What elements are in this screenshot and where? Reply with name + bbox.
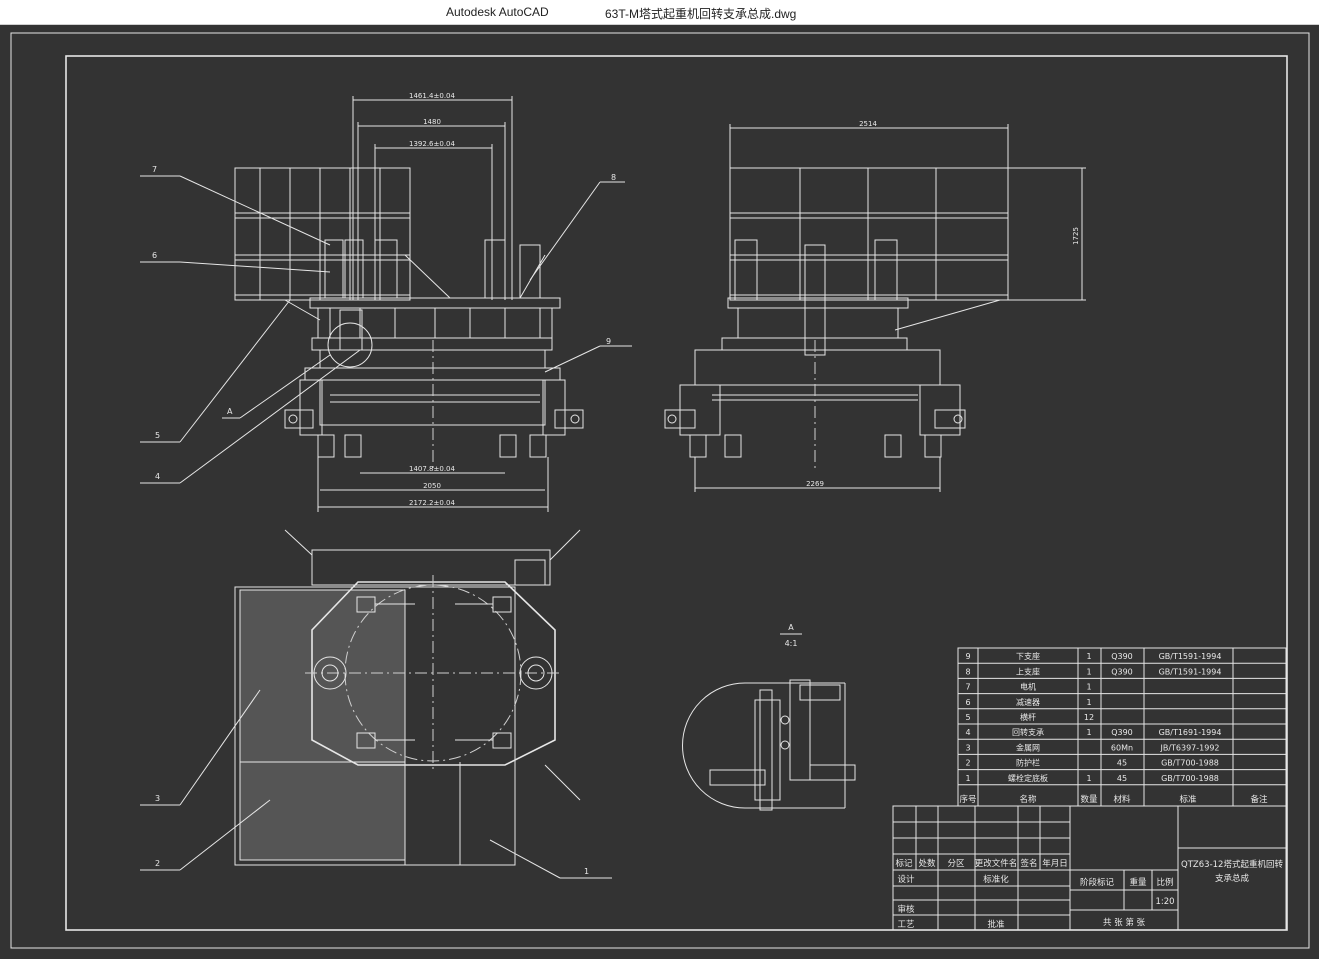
callout-3: 3	[155, 794, 160, 803]
tb-drawing-title-1: QTZ63-12塔式起重机回转	[1181, 859, 1283, 870]
parts-cell-material: 60Mn	[1111, 743, 1133, 752]
dim-1392: 1392.6±0.04	[409, 140, 455, 148]
parts-cell-standard: GB/T1591-1994	[1159, 667, 1222, 676]
parts-cell-name: 上支座	[1016, 666, 1040, 676]
parts-header: 标准	[1179, 794, 1197, 805]
parts-header: 材料	[1113, 794, 1131, 805]
parts-cell-qty: 1	[1086, 683, 1091, 692]
parts-cell-standard: JB/T6397-1992	[1159, 743, 1219, 752]
parts-cell-name: 横杆	[1020, 712, 1036, 722]
dim-1407: 1407.8±0.04	[409, 465, 455, 473]
tb-review: 审核	[897, 904, 915, 915]
tb-label-sign: 签名	[1020, 858, 1037, 869]
parts-cell-standard: GB/T700-1988	[1161, 774, 1219, 783]
parts-cell-standard: GB/T1591-1994	[1159, 652, 1222, 661]
parts-cell-material: 45	[1117, 759, 1127, 768]
tb-label-zone: 分区	[947, 859, 965, 869]
dim-2050: 2050	[423, 482, 441, 490]
dim-1461: 1461.4±0.04	[409, 92, 455, 100]
callout-9: 9	[606, 337, 611, 346]
parts-header: 数量	[1080, 794, 1098, 805]
tb-label-count: 处数	[918, 858, 936, 869]
tb-sheets: 共 张 第 张	[1103, 917, 1146, 928]
parts-cell-no: 8	[965, 667, 970, 676]
callout-A: A	[227, 407, 233, 416]
inner-frame	[65, 55, 1288, 931]
drawing-canvas[interactable]: 1461.4±0.04 1480 1392.6±0.04 1407.8±0.04…	[0, 25, 1319, 959]
callout-1: 1	[584, 867, 589, 876]
tb-label-mark: 标记	[895, 858, 913, 869]
parts-cell-qty: 1	[1086, 698, 1091, 707]
callout-8: 8	[611, 173, 616, 182]
tb-drawing-title-2: 支承总成	[1215, 873, 1250, 884]
parts-cell-qty: 1	[1086, 667, 1091, 676]
callout-6: 6	[152, 251, 157, 260]
parts-cell-no: 5	[965, 713, 970, 722]
tb-process: 工艺	[897, 920, 914, 930]
callout-5: 5	[155, 431, 160, 440]
dim-2514: 2514	[859, 120, 877, 128]
parts-cell-no: 7	[965, 683, 970, 692]
dim-2172: 2172.2±0.04	[409, 499, 455, 507]
parts-cell-name: 减速器	[1016, 697, 1040, 707]
parts-cell-no: 9	[965, 652, 970, 661]
parts-header: 名称	[1019, 794, 1037, 805]
parts-cell-no: 4	[965, 728, 970, 737]
parts-cell-name: 电机	[1020, 682, 1036, 692]
parts-cell-no: 6	[965, 698, 970, 707]
parts-cell-standard: GB/T1691-1994	[1159, 728, 1222, 737]
parts-cell-material: Q390	[1111, 667, 1133, 676]
tb-standardization: 标准化	[983, 874, 1009, 885]
parts-cell-no: 2	[965, 759, 970, 768]
detail-view-a: A 4:1	[682, 623, 856, 811]
parts-cell-material: Q390	[1111, 728, 1133, 737]
tb-approve: 批准	[987, 919, 1005, 930]
tb-design: 设计	[897, 874, 915, 885]
parts-cell-name: 回转支承	[1012, 727, 1044, 737]
outer-frame	[10, 32, 1310, 949]
parts-cell-no: 3	[965, 743, 970, 752]
detail-label: A	[788, 623, 794, 632]
callout-4: 4	[155, 472, 160, 481]
parts-cell-name: 螺栓定底板	[1008, 773, 1048, 783]
parts-cell-material: 45	[1117, 774, 1127, 783]
tb-weight: 重量	[1129, 877, 1147, 888]
front-view: 1461.4±0.04 1480 1392.6±0.04 1407.8±0.04…	[140, 92, 632, 512]
parts-cell-standard: GB/T700-1988	[1161, 759, 1219, 768]
cad-drawing[interactable]: 1461.4±0.04 1480 1392.6±0.04 1407.8±0.04…	[0, 25, 1319, 959]
title-block: 标记 处数 分区 更改文件名 签名 年月日 设计 标准化 审核 工艺 批准 阶段…	[892, 805, 1287, 931]
side-view: 2514 1725 2269	[664, 120, 1086, 492]
parts-cell-qty: 12	[1084, 713, 1094, 722]
callout-2: 2	[155, 859, 160, 868]
parts-cell-no: 1	[965, 774, 970, 783]
tb-label-change: 更改文件名	[975, 858, 1018, 869]
dim-1725: 1725	[1072, 227, 1080, 245]
parts-cell-material: Q390	[1111, 652, 1133, 661]
parts-cell-name: 下支座	[1016, 651, 1040, 661]
app-name: Autodesk AutoCAD	[446, 5, 549, 19]
tb-ratio: 比例	[1156, 877, 1173, 888]
dim-1480: 1480	[423, 118, 441, 126]
parts-cell-qty: 1	[1086, 728, 1091, 737]
parts-header: 备注	[1250, 794, 1268, 805]
parts-cell-qty: 1	[1086, 652, 1091, 661]
tb-stage-mark: 阶段标记	[1080, 877, 1115, 888]
parts-header: 序号	[959, 794, 976, 805]
detail-scale: 4:1	[785, 639, 798, 648]
parts-cell-qty: 1	[1086, 774, 1091, 783]
window-titlebar: Autodesk AutoCAD 63T-M塔式起重机回转支承总成.dwg	[0, 0, 1319, 25]
dim-2269: 2269	[806, 480, 824, 488]
document-title: 63T-M塔式起重机回转支承总成.dwg	[605, 7, 797, 21]
parts-cell-name: 防护栏	[1016, 758, 1040, 768]
tb-scale-value: 1:20	[1155, 897, 1174, 907]
callout-7: 7	[152, 165, 157, 174]
plan-view: 3 2 1	[140, 529, 612, 879]
tb-label-date: 年月日	[1042, 858, 1068, 869]
parts-cell-name: 金属网	[1016, 742, 1040, 752]
